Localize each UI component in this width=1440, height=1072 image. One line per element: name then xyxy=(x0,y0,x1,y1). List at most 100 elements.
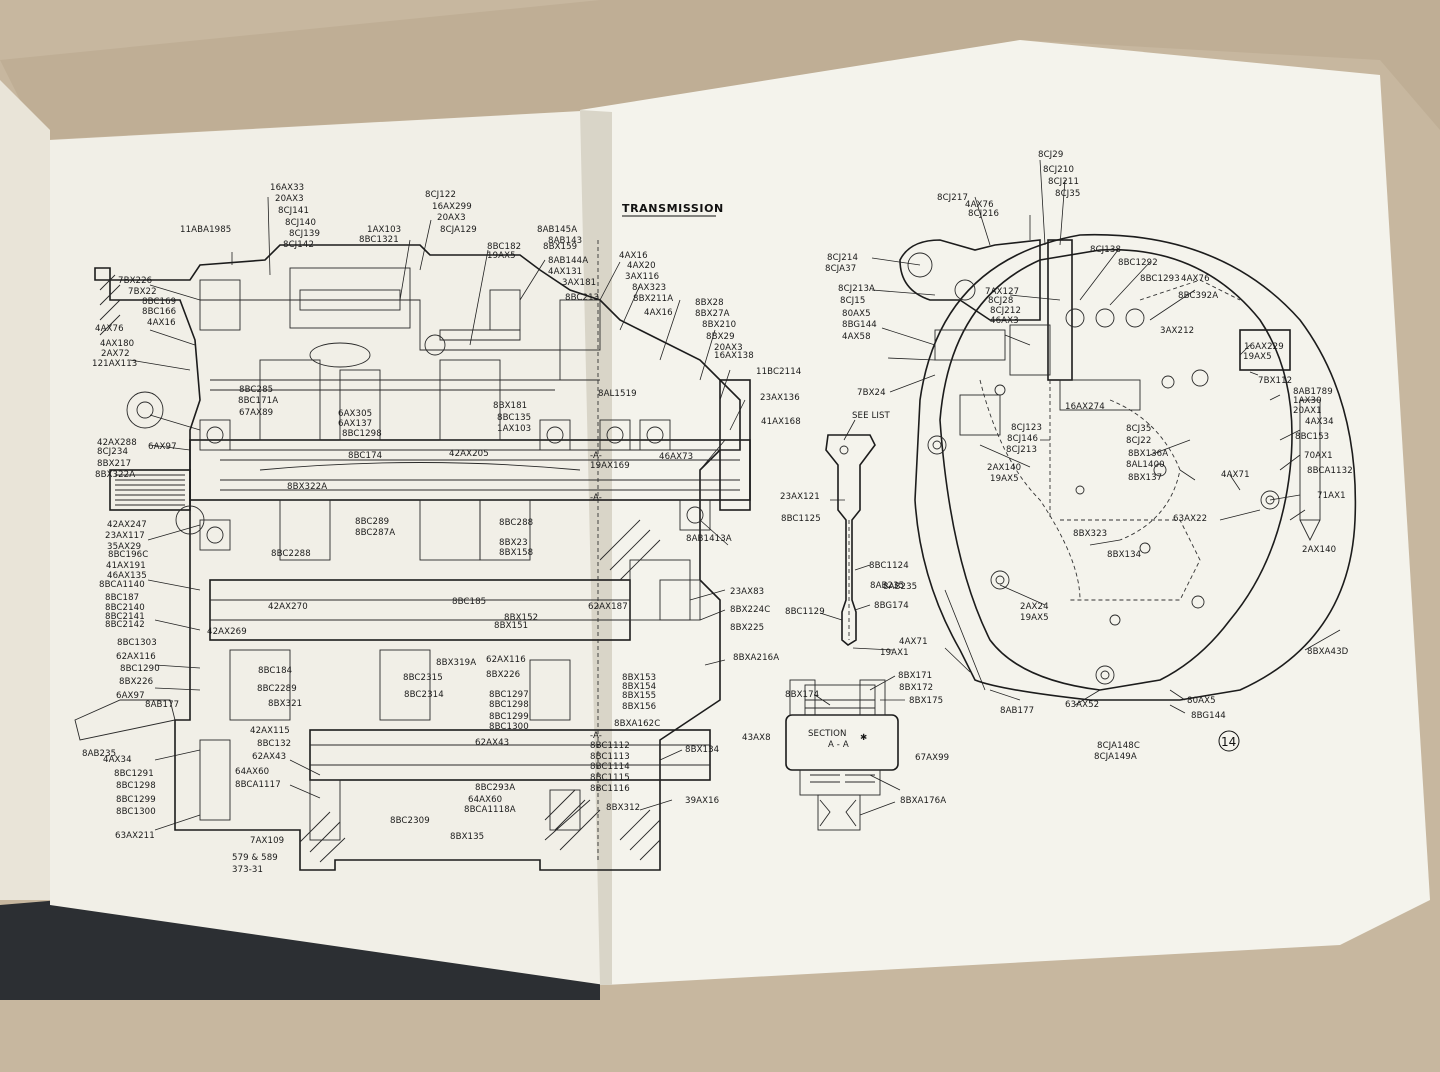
left-label: 8AB177 xyxy=(145,700,179,710)
left-label: 4AX131 xyxy=(548,267,582,277)
left-label: 1AX103 xyxy=(367,225,401,235)
left-label: 1AX103 xyxy=(497,424,531,434)
left-label: 8BC2314 xyxy=(404,690,444,700)
left-label: 4AX34 xyxy=(103,755,132,765)
left-label: 8BC1115 xyxy=(590,773,630,783)
right-page xyxy=(580,40,1430,985)
right-label: 8CJ35 xyxy=(1126,424,1151,434)
left-label: 16AX33 xyxy=(270,183,304,193)
section-label-line1: SECTION xyxy=(808,729,847,739)
left-label: 8BC166 xyxy=(142,307,176,317)
left-label: 8CJ122 xyxy=(425,190,456,200)
left-label: 8BC182 xyxy=(487,242,521,252)
middle-label: 8BXA216A xyxy=(733,653,779,663)
section-marker-a2: -A- xyxy=(590,493,602,503)
leader-lines xyxy=(129,159,1341,831)
left-label: 8BC1303 xyxy=(117,638,157,648)
left-label: 8AB144A xyxy=(548,256,588,266)
left-label: 8BX151 xyxy=(494,621,528,631)
left-label: 4AX16 xyxy=(147,318,176,328)
right-label: 8CJ146 xyxy=(1007,434,1038,444)
left-label: 8BC174 xyxy=(348,451,382,461)
right-label: 70AX1 xyxy=(1304,451,1333,461)
left-label: 8BX23 xyxy=(499,538,528,548)
left-label: 8BCA1140 xyxy=(99,580,145,590)
middle-label: 23AX83 xyxy=(730,587,764,597)
left-label: 46AX135 xyxy=(107,571,147,581)
left-label: 23AX117 xyxy=(105,531,145,541)
right-label: 8CJ217 xyxy=(937,193,968,203)
middle-label: 8BX210 xyxy=(702,320,736,330)
right-label: 80AX5 xyxy=(842,309,871,319)
left-label: 42AX205 xyxy=(449,449,489,459)
left-label: 7AX109 xyxy=(250,836,284,846)
right-label: 19AX5 xyxy=(990,474,1019,484)
left-label: 3AX181 xyxy=(562,278,596,288)
left-label: 8BX217 xyxy=(97,459,131,469)
middle-label: 8AB1413A xyxy=(686,534,732,544)
left-label: 8BX158 xyxy=(499,548,533,558)
section-label-line2: A - A xyxy=(828,740,849,750)
left-label: 8BC2142 xyxy=(105,620,145,630)
left-label: 8BX134 xyxy=(685,745,719,755)
left-label: 8BC169 xyxy=(142,297,176,307)
right-label: 8CJ212 xyxy=(990,306,1021,316)
left-label: 8BC2288 xyxy=(271,549,311,559)
right-label: 8CJA37 xyxy=(825,264,856,274)
right-label: 46AX3 xyxy=(990,316,1019,326)
left-label: 8BX154 xyxy=(622,682,656,692)
middle-label: 19AX169 xyxy=(590,461,630,471)
left-label: 8CJ141 xyxy=(278,206,309,216)
page-number: 14 xyxy=(1221,735,1236,749)
left-label: 8BC132 xyxy=(257,739,291,749)
left-label: 8BC2141 xyxy=(105,612,145,622)
right-label: 4AX71 xyxy=(1221,470,1250,480)
left-label: 8BXA162C xyxy=(614,719,660,729)
gear-stack xyxy=(74,274,711,863)
left-label: 8AB235 xyxy=(82,749,116,759)
right-label: 2AX24 xyxy=(1020,602,1049,612)
left-label: 8CJ139 xyxy=(289,229,320,239)
left-label: 8BC171A xyxy=(238,396,278,406)
spine-shadow xyxy=(580,110,612,985)
right-label: 4AX76 xyxy=(1181,274,1210,284)
transmission-cross-section xyxy=(74,240,751,871)
section-star-icon: ✱ xyxy=(860,733,867,743)
center-label: 8BX171 xyxy=(898,671,932,681)
right-label: 8BG144 xyxy=(842,320,877,330)
part-number-labels: 16AX3320AX38CJ1418CJ1408CJ1398CJ14211ABA… xyxy=(82,150,1353,846)
left-label: 8BX321 xyxy=(268,699,302,709)
left-label: 8BC1290 xyxy=(120,664,160,674)
left-label: 8BX156 xyxy=(622,702,656,712)
left-label: 8CJ142 xyxy=(283,240,314,250)
left-label: 8BC1321 xyxy=(359,235,399,245)
left-label: 121AX113 xyxy=(92,359,137,369)
left-label: 20AX3 xyxy=(437,213,466,223)
left-label: 8BX319A xyxy=(436,658,476,668)
left-label: 8CJ234 xyxy=(97,447,128,457)
right-label: 8BX134 xyxy=(1107,550,1141,560)
left-label: 8BC285 xyxy=(239,385,273,395)
left-label: 8BCA1118A xyxy=(464,805,516,815)
right-label: 3AX212 xyxy=(1160,326,1194,336)
right-label: 8BCA1132 xyxy=(1307,466,1353,476)
left-label: 8BC1299 xyxy=(489,712,529,722)
left-label: 8BC1300 xyxy=(489,722,529,732)
middle-label: 41AX168 xyxy=(761,417,801,427)
left-label: 16AX299 xyxy=(432,202,472,212)
left-label: 8BC1298 xyxy=(342,429,382,439)
left-label: 8BX153 xyxy=(622,673,656,683)
page-edge-left xyxy=(0,80,50,900)
center-label: 8AB235 xyxy=(870,581,904,591)
right-label: 8BC1292 xyxy=(1118,258,1158,268)
middle-label: 4AX16 xyxy=(644,308,673,318)
right-label: 1AX30 xyxy=(1293,396,1322,406)
right-label: 4AX76 xyxy=(965,200,994,210)
left-label: 8BC293A xyxy=(475,783,515,793)
book-cover xyxy=(0,900,600,1000)
left-label: 8BCA1117 xyxy=(235,780,281,790)
middle-label: 11BC2114 xyxy=(756,367,801,377)
left-label: 4AX180 xyxy=(100,339,134,349)
right-label: 7BX24 xyxy=(857,388,886,398)
